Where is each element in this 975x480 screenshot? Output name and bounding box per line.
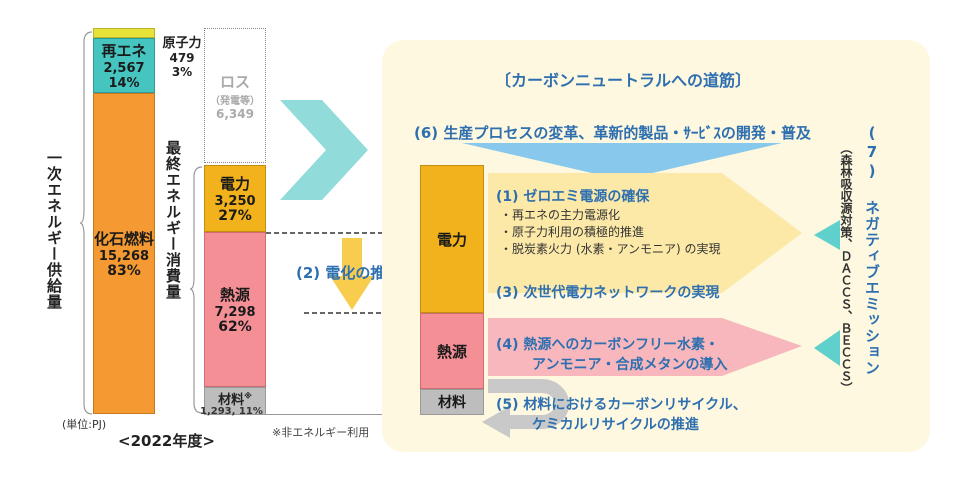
pathway-item-7-title: (7) ネガティブエミッション	[863, 124, 881, 376]
final-heat-pct: 62%	[218, 319, 252, 335]
panel-heat-block: 熱源	[420, 313, 484, 389]
supply-label: 一次エネルギー供給量	[45, 150, 63, 310]
loss-name: ロス	[219, 72, 250, 91]
panel-material-label: 材料	[438, 395, 466, 411]
electrification-label: (2) 電化の推進	[296, 264, 401, 282]
fossil-segment: 化石燃料 15,268 83%	[93, 93, 155, 414]
supply-bar: 再エネ 2,567 14% 化石燃料 15,268 83%	[93, 28, 155, 414]
final-power-name: 電力	[219, 175, 250, 193]
renewable-segment: 再エネ 2,567 14%	[93, 38, 155, 93]
renewable-name: 再エネ	[101, 42, 147, 60]
electrification-arrow	[330, 238, 374, 310]
loss-sub: （発電等）	[210, 95, 260, 107]
final-power-value: 3,250	[214, 194, 256, 209]
final-heat-value: 7,298	[214, 305, 256, 320]
fossil-pct: 83%	[107, 263, 141, 279]
pathway-title: 〔カーボンニュートラルへの道筋〕	[495, 71, 752, 90]
panel-heat-label: 熱源	[436, 342, 467, 361]
item1-sub-2: ・原子力利用の積極的推進	[500, 225, 645, 239]
pathway-item-5-line2: ケミカルリサイクルの推進	[532, 417, 699, 433]
final-heat-segment: 熱源 7,298 62%	[204, 232, 266, 387]
pathway-item-7-sub: （森林吸収源対策、ＤＡＣＣＳ、ＢＥＣＣＳ）	[839, 142, 853, 394]
final-bracket	[190, 166, 203, 414]
pathway-item-5-line1: (5) 材料におけるカーボンリサイクル、	[496, 397, 747, 413]
pathway-item-6: (6) 生産プロセスの変革、革新的製品・ｻｰﾋﾞｽの開発・普及	[414, 124, 811, 142]
loss-value: 6,349	[216, 106, 254, 121]
item1-sub-3: ・脱炭素火力 (水素・アンモニア) の実現	[500, 242, 721, 256]
final-material-value: 1,293, 11%	[200, 406, 263, 417]
loss-segment: ロス （発電等） 6,349	[204, 28, 266, 163]
fossil-value: 15,268	[98, 249, 150, 264]
supply-bracket	[80, 31, 93, 415]
fossil-name: 化石燃料	[94, 230, 155, 248]
final-heat-name: 熱源	[219, 286, 250, 304]
pathway-item-3: (3) 次世代電力ネットワークの実現	[496, 285, 720, 301]
renewable-value: 2,567	[103, 61, 145, 76]
panel-power-block: 電力	[420, 165, 484, 313]
renewable-pct: 14%	[108, 76, 140, 91]
final-material-segment: 材料※	[204, 387, 266, 415]
panel-power-label: 電力	[436, 230, 467, 249]
footnote: ※非エネルギー利用	[272, 426, 370, 439]
item1-sub-1: ・再エネの主力電源化	[500, 208, 621, 222]
nuclear-name: 原子力	[162, 36, 202, 51]
transition-chevron	[280, 100, 368, 200]
pathway-item-4-line1: (4) 熱源へのカーボンフリー水素・	[496, 337, 719, 353]
final-power-segment: 電力 3,250 27%	[204, 165, 266, 232]
nuclear-segment	[93, 28, 155, 38]
final-power-pct: 27%	[218, 208, 252, 224]
final-material-mark: ※	[244, 391, 252, 401]
final-material-name: 材料	[218, 393, 245, 408]
nuclear-value: 479	[169, 51, 195, 65]
pathway-arrows	[462, 143, 840, 438]
panel-material-block: 材料	[420, 389, 484, 415]
baseline	[266, 414, 418, 415]
final-label: 最終エネルギー消費量	[164, 140, 182, 300]
pathway-item-1: (1) ゼロエミ電源の確保	[496, 189, 650, 205]
nuclear-pct: 3%	[171, 65, 193, 79]
year-label: <2022年度>	[118, 432, 215, 450]
pathway-item-4-line2: アンモニア・合成メタンの導入	[532, 357, 728, 373]
unit-note: (単位:PJ)	[62, 418, 107, 431]
nuclear-callout: 原子力 479 3%	[160, 32, 204, 79]
